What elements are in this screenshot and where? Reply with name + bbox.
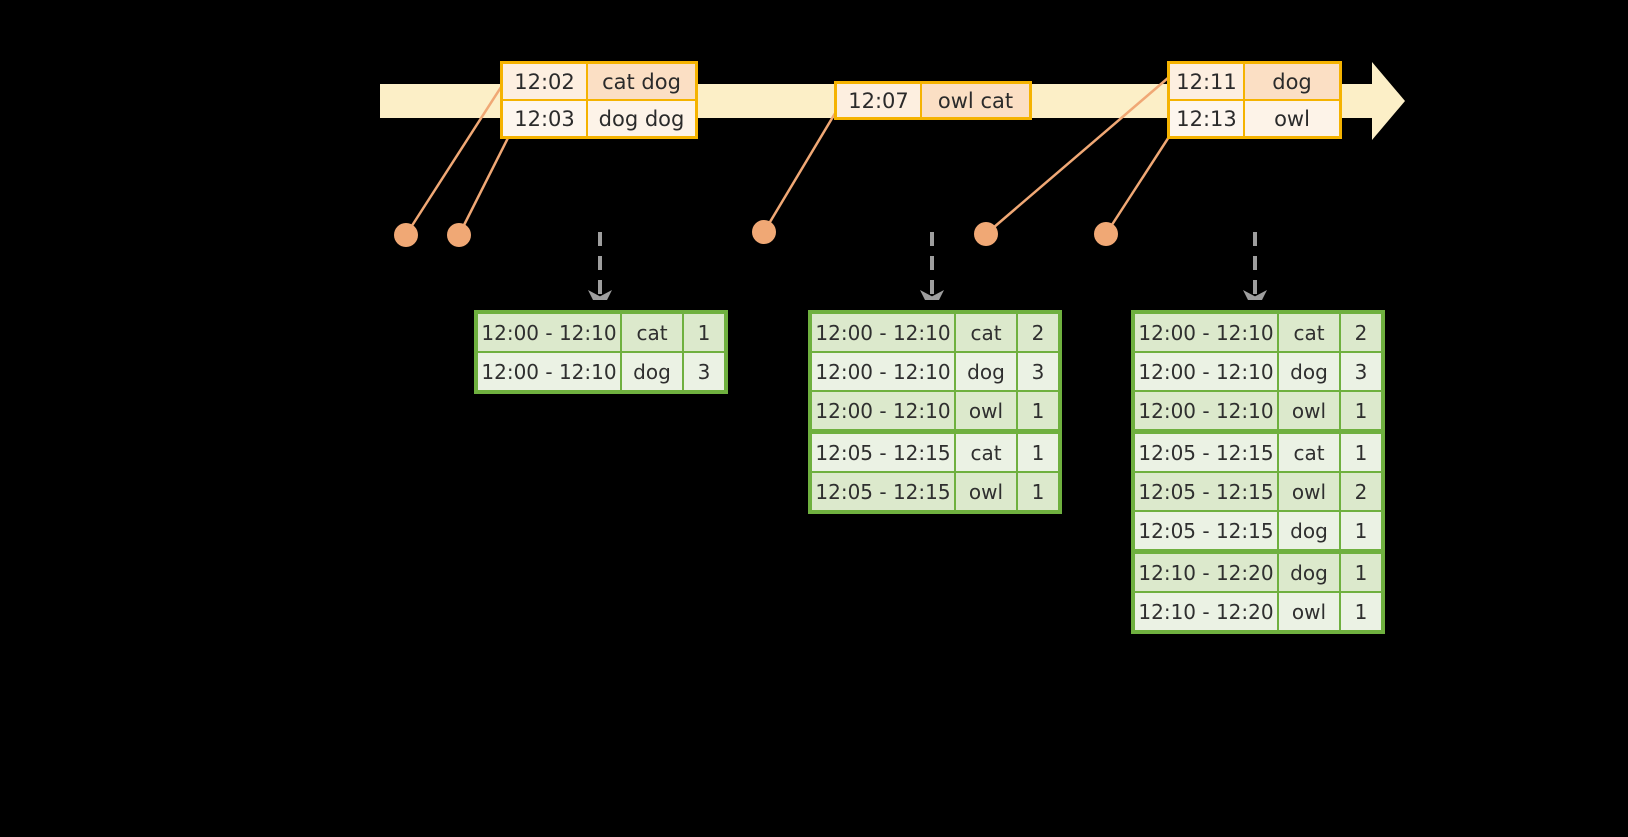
window-cell: 12:05 - 12:15 (812, 434, 954, 471)
connector-line (457, 125, 516, 236)
window-cell: 12:00 - 12:10 (1135, 392, 1277, 429)
window-cell: 12:00 - 12:10 (478, 353, 620, 390)
count-cell: 1 (1341, 392, 1381, 429)
count-cell: 2 (1341, 314, 1381, 351)
event-time: 12:13 (1170, 101, 1245, 136)
connector-line (1104, 125, 1178, 235)
word-cell: cat (1279, 434, 1339, 471)
count-cell: 2 (1341, 473, 1381, 510)
word-cell: dog (1279, 353, 1339, 390)
connector-line (985, 71, 1176, 235)
event-time: 12:11 (1170, 64, 1245, 99)
count-cell: 3 (684, 353, 724, 390)
count-cell: 3 (1018, 353, 1058, 390)
word-cell: owl (1279, 593, 1339, 630)
window-cell: 12:00 - 12:10 (812, 353, 954, 390)
event-time: 12:03 (503, 101, 588, 136)
word-cell: dog (1279, 554, 1339, 591)
count-cell: 1 (1341, 512, 1381, 549)
event-words: cat dog (588, 64, 695, 99)
count-cell: 1 (1018, 434, 1058, 471)
connector-line (404, 69, 514, 236)
word-cell: dog (622, 353, 682, 390)
event-time: 12:02 (503, 64, 588, 99)
window-cell: 12:05 - 12:15 (812, 473, 954, 510)
word-cell: owl (1279, 473, 1339, 510)
timeline-graphics (380, 62, 1405, 300)
word-cell: cat (622, 314, 682, 351)
trigger-dot-1 (394, 223, 418, 247)
word-cell: owl (1279, 392, 1339, 429)
window-cell: 12:00 - 12:10 (1135, 314, 1277, 351)
count-cell: 1 (1341, 554, 1381, 591)
trigger-dot-3 (752, 220, 776, 244)
window-cell: 12:10 - 12:20 (1135, 593, 1277, 630)
event-words: owl (1245, 101, 1339, 136)
word-cell: owl (956, 473, 1016, 510)
window-cell: 12:10 - 12:20 (1135, 554, 1277, 591)
word-cell: owl (956, 392, 1016, 429)
word-cell: cat (956, 434, 1016, 471)
trigger-dot-2 (447, 223, 471, 247)
word-cell: dog (1279, 512, 1339, 549)
count-cell: 1 (684, 314, 724, 351)
trigger-dot-4 (974, 222, 998, 246)
event-time: 12:07 (837, 84, 922, 117)
count-cell: 2 (1018, 314, 1058, 351)
trigger-dot-5 (1094, 222, 1118, 246)
window-cell: 12:00 - 12:10 (1135, 353, 1277, 390)
connector-line (762, 99, 845, 233)
window-cell: 12:00 - 12:10 (478, 314, 620, 351)
window-cell: 12:00 - 12:10 (812, 392, 954, 429)
window-cell: 12:00 - 12:10 (812, 314, 954, 351)
word-cell: cat (1279, 314, 1339, 351)
count-cell: 1 (1341, 434, 1381, 471)
event-words: owl cat (922, 84, 1029, 117)
event-words: dog (1245, 64, 1339, 99)
word-cell: dog (956, 353, 1016, 390)
window-cell: 12:05 - 12:15 (1135, 434, 1277, 471)
window-cell: 12:05 - 12:15 (1135, 473, 1277, 510)
count-cell: 1 (1018, 473, 1058, 510)
count-cell: 3 (1341, 353, 1381, 390)
window-cell: 12:05 - 12:15 (1135, 512, 1277, 549)
count-cell: 1 (1341, 593, 1381, 630)
event-words: dog dog (588, 101, 695, 136)
word-cell: cat (956, 314, 1016, 351)
count-cell: 1 (1018, 392, 1058, 429)
